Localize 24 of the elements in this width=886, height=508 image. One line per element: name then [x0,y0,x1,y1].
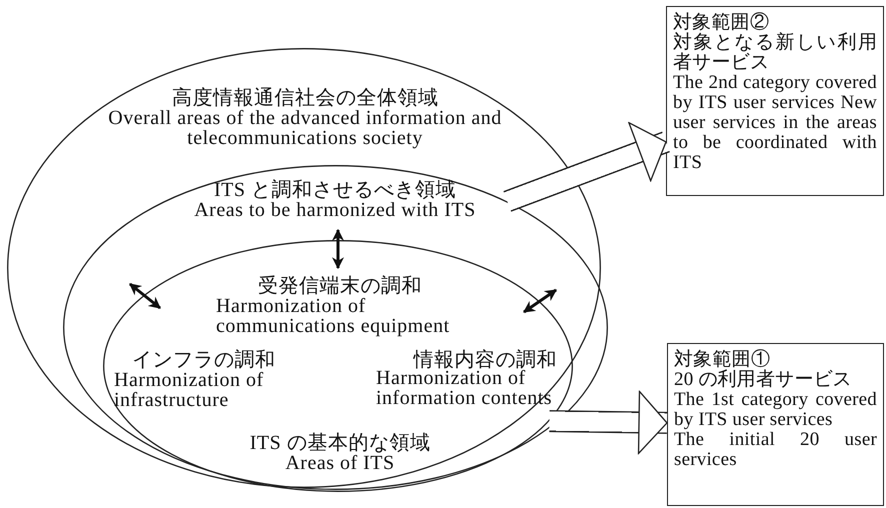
text-box [667,343,884,506]
block-arrow [549,390,668,454]
text-box [666,6,884,196]
area-label: Harmonization of infrastructure [114,370,265,410]
block-arrow [503,122,670,212]
area-label: 受発信端末の調和 [257,276,423,296]
region-title: ITS と調和させるべき領域 [213,180,457,200]
area-label: 情報内容の調和 [413,350,557,370]
region-title: 高度情報通信社会の全体領域 [170,88,440,108]
region-subtitle: Areas of ITS [284,453,395,473]
box-text: 対象となる新しい利用者サービス [673,33,877,73]
box-heading: 対象範囲① [674,350,770,370]
region-ellipse [63,165,608,490]
box-text: The initial 20 user services [674,430,877,470]
region-subtitle: Areas to be harmonized with ITS [193,200,477,220]
box-text: 20 の利用者サービス [674,370,853,390]
region-subtitle: Overall areas of the advanced information and telecommunications society [107,108,503,148]
box-text: The 1st category covered by ITS user services [674,390,877,430]
box-text: The 2nd category covered by ITS user services New user services in the areas to be coordinated with ITS [673,73,877,173]
region-ellipse [103,240,573,492]
area-label: インフラの調和 [132,350,276,370]
box-heading: 対象範囲② [673,13,770,33]
area-label: Harmonization of communications equipment [216,296,451,336]
region-title: ITS の基本的な領域 [248,433,432,453]
